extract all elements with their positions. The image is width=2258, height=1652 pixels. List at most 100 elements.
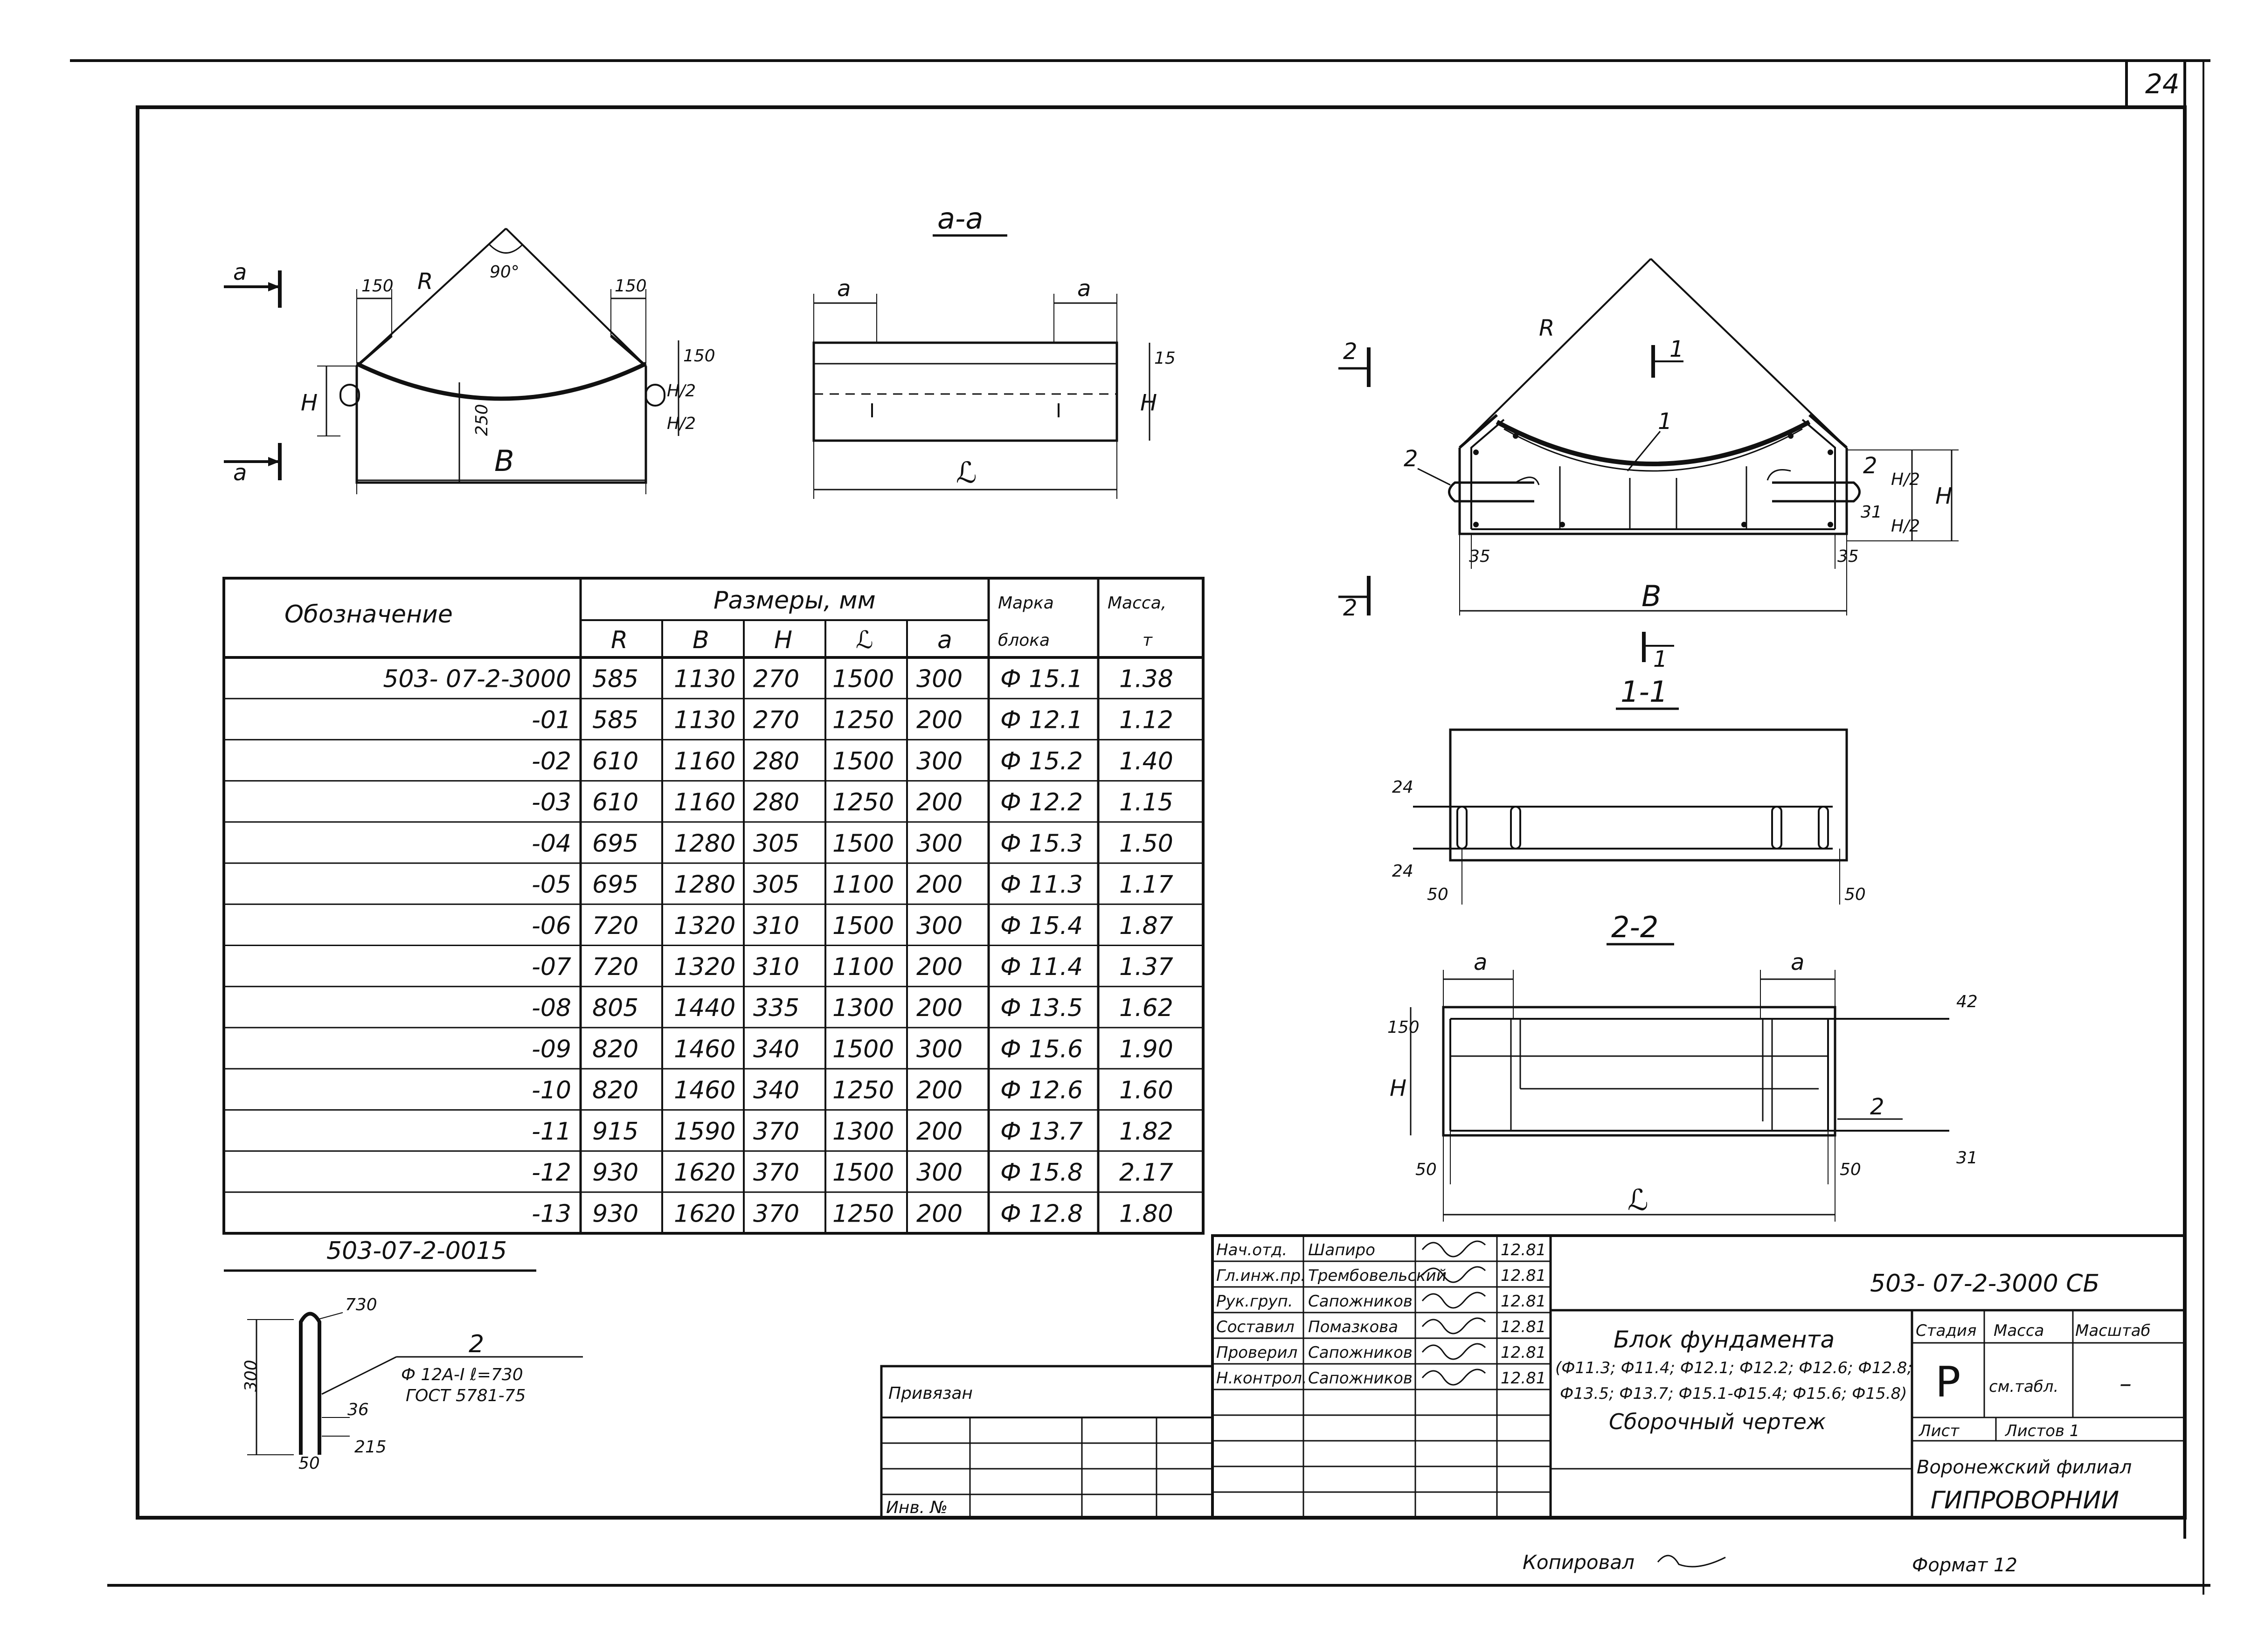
dim-a-22-right: а: [1791, 949, 1804, 975]
table-cell-R: 915: [592, 1118, 638, 1146]
table-cell-a: 200: [916, 994, 963, 1022]
table-cell-mass: 1.37: [1119, 953, 1173, 981]
table-cell-B: 1320: [674, 953, 735, 981]
scale-value: –: [2119, 1370, 2132, 1398]
table-cell-mark: Ф 13.5: [1000, 994, 1083, 1022]
dim-50-11-left: 50: [1427, 885, 1448, 904]
table-cell-L: 1500: [832, 829, 894, 857]
table-cell-B: 1620: [674, 1159, 735, 1187]
subheader-R: R: [611, 626, 628, 654]
table-cell-a: 200: [916, 1200, 963, 1228]
table-cell-designation: -07: [532, 953, 571, 981]
table-cell-R: 720: [592, 953, 638, 981]
table-cell-H: 270: [753, 665, 799, 693]
signer-role: Проверил: [1216, 1343, 1297, 1362]
table-cell-B: 1460: [674, 1077, 735, 1105]
signer-role: Н.контрол.: [1216, 1369, 1307, 1388]
table-cell-mass: 1.17: [1119, 871, 1173, 899]
table-cell-mass: 1.80: [1119, 1200, 1173, 1228]
section-11-title: 1-1: [1621, 675, 1668, 709]
table-cell-R: 610: [592, 788, 638, 816]
table-cell-B: 1280: [674, 829, 735, 857]
signer-name: Сапожников: [1308, 1369, 1413, 1388]
table-cell-R: 585: [592, 706, 638, 734]
table-cell-L: 1250: [832, 788, 894, 816]
table-cell-H: 305: [753, 871, 799, 899]
table-cell-mark: Ф 15.8: [1000, 1159, 1083, 1187]
section-22-view: 2-2 а а 150 H 42 31 2 50 50: [1387, 910, 1978, 1222]
table-cell-H: 370: [753, 1159, 799, 1187]
table-cell-designation: -06: [532, 912, 571, 940]
sheets-label: Листов 1: [2004, 1422, 2079, 1440]
pos-1-label: 1: [1658, 408, 1672, 435]
section-aa-view: а-а а а 15 H ℒ: [812, 201, 1176, 499]
table-cell-H: 310: [753, 953, 799, 981]
signer-role: Нач.отд.: [1216, 1241, 1287, 1259]
angle-label: 90°: [490, 263, 519, 282]
signer-name: Шапиро: [1308, 1241, 1375, 1259]
table-cell-R: 820: [592, 1035, 638, 1063]
pos-2-label-22: 2: [1870, 1094, 1884, 1120]
dim-H-reinf: H: [1935, 483, 1952, 509]
section-mark-2-top: 2: [1343, 339, 1358, 365]
table-cell-B: 1460: [674, 1035, 735, 1063]
dim-50-22-left: 50: [1415, 1160, 1437, 1179]
page-number: 24: [2145, 68, 2180, 100]
name-line-1: Блок фундамента: [1614, 1326, 1835, 1353]
detail-view: 503-07-2-0015 300 730 2 Ф 12А-I ℓ=730 ГО…: [224, 1237, 583, 1473]
dim-a-right: а: [1077, 276, 1091, 302]
table-cell-R: 930: [592, 1159, 638, 1187]
subheader-B: B: [693, 626, 709, 654]
section-mark-2-bottom: 2: [1343, 595, 1358, 621]
dim-35-right: 35: [1837, 547, 1859, 566]
dim-B-front: B: [494, 444, 514, 478]
table-cell-mass: 1.62: [1119, 994, 1173, 1022]
inv-label: Инв. №: [886, 1498, 948, 1517]
spec-table: Обозначение Размеры, мм Марка блока Масс…: [222, 577, 1205, 1235]
dim-50-22-right: 50: [1840, 1160, 1861, 1179]
table-cell-H: 335: [753, 994, 799, 1022]
front-view: а а 90° R 150 150 H 250: [224, 228, 715, 494]
table-cell-L: 1500: [832, 665, 894, 693]
detail-dim-300: 300: [242, 1360, 261, 1392]
table-cell-mass: 1.38: [1119, 665, 1173, 693]
subheader-L: ℒ: [856, 626, 873, 654]
table-cell-mass: 1.90: [1119, 1035, 1173, 1063]
subheader-H: H: [774, 626, 792, 654]
section-22-title: 2-2: [1611, 910, 1658, 944]
name-line-2: (Ф11.3; Ф11.4; Ф12.1; Ф12.2; Ф12.6; Ф12.…: [1555, 1359, 1912, 1377]
table-cell-mass: 2.17: [1119, 1159, 1173, 1187]
dim-a-22-left: а: [1474, 949, 1487, 975]
dim-H2-a: H/2: [667, 381, 696, 401]
section-mark-1-top: 1: [1669, 336, 1684, 362]
dim-31-22: 31: [1956, 1148, 1978, 1168]
signer-date: 12.81: [1501, 1369, 1546, 1388]
table-cell-a: 200: [916, 871, 963, 899]
header-mark-2: блока: [998, 631, 1050, 650]
table-cell-mass: 1.40: [1119, 747, 1173, 775]
detail-dim-215: 215: [354, 1438, 387, 1457]
table-cell-B: 1620: [674, 1200, 735, 1228]
table-cell-designation: -12: [532, 1159, 571, 1187]
copied-signature: [1657, 1555, 1726, 1568]
table-cell-L: 1250: [832, 706, 894, 734]
copied-label: Копировал: [1523, 1551, 1635, 1574]
reinforcement-view: 2 2 1 1 R: [1338, 258, 1959, 672]
table-cell-L: 1500: [832, 912, 894, 940]
dim-15: 15: [1154, 349, 1176, 368]
table-cell-a: 300: [916, 912, 963, 940]
table-cell-mark: Ф 12.1: [1000, 706, 1083, 734]
table-cell-R: 610: [592, 747, 638, 775]
table-cell-B: 1590: [674, 1118, 735, 1146]
signer-role: Составил: [1216, 1318, 1295, 1336]
table-cell-mark: Ф 15.3: [1000, 829, 1083, 857]
table-cell-designation: -05: [532, 871, 571, 899]
signer-name: Сапожников: [1308, 1292, 1413, 1311]
signer-role: Рук.груп.: [1216, 1292, 1293, 1311]
table-cell-mark: Ф 15.6: [1000, 1035, 1083, 1063]
table-cell-R: 820: [592, 1077, 638, 1105]
name-line-3: Ф13.5; Ф13.7; Ф15.1-Ф15.4; Ф15.6; Ф15.8): [1560, 1384, 1907, 1403]
table-cell-L: 1250: [832, 1200, 894, 1228]
